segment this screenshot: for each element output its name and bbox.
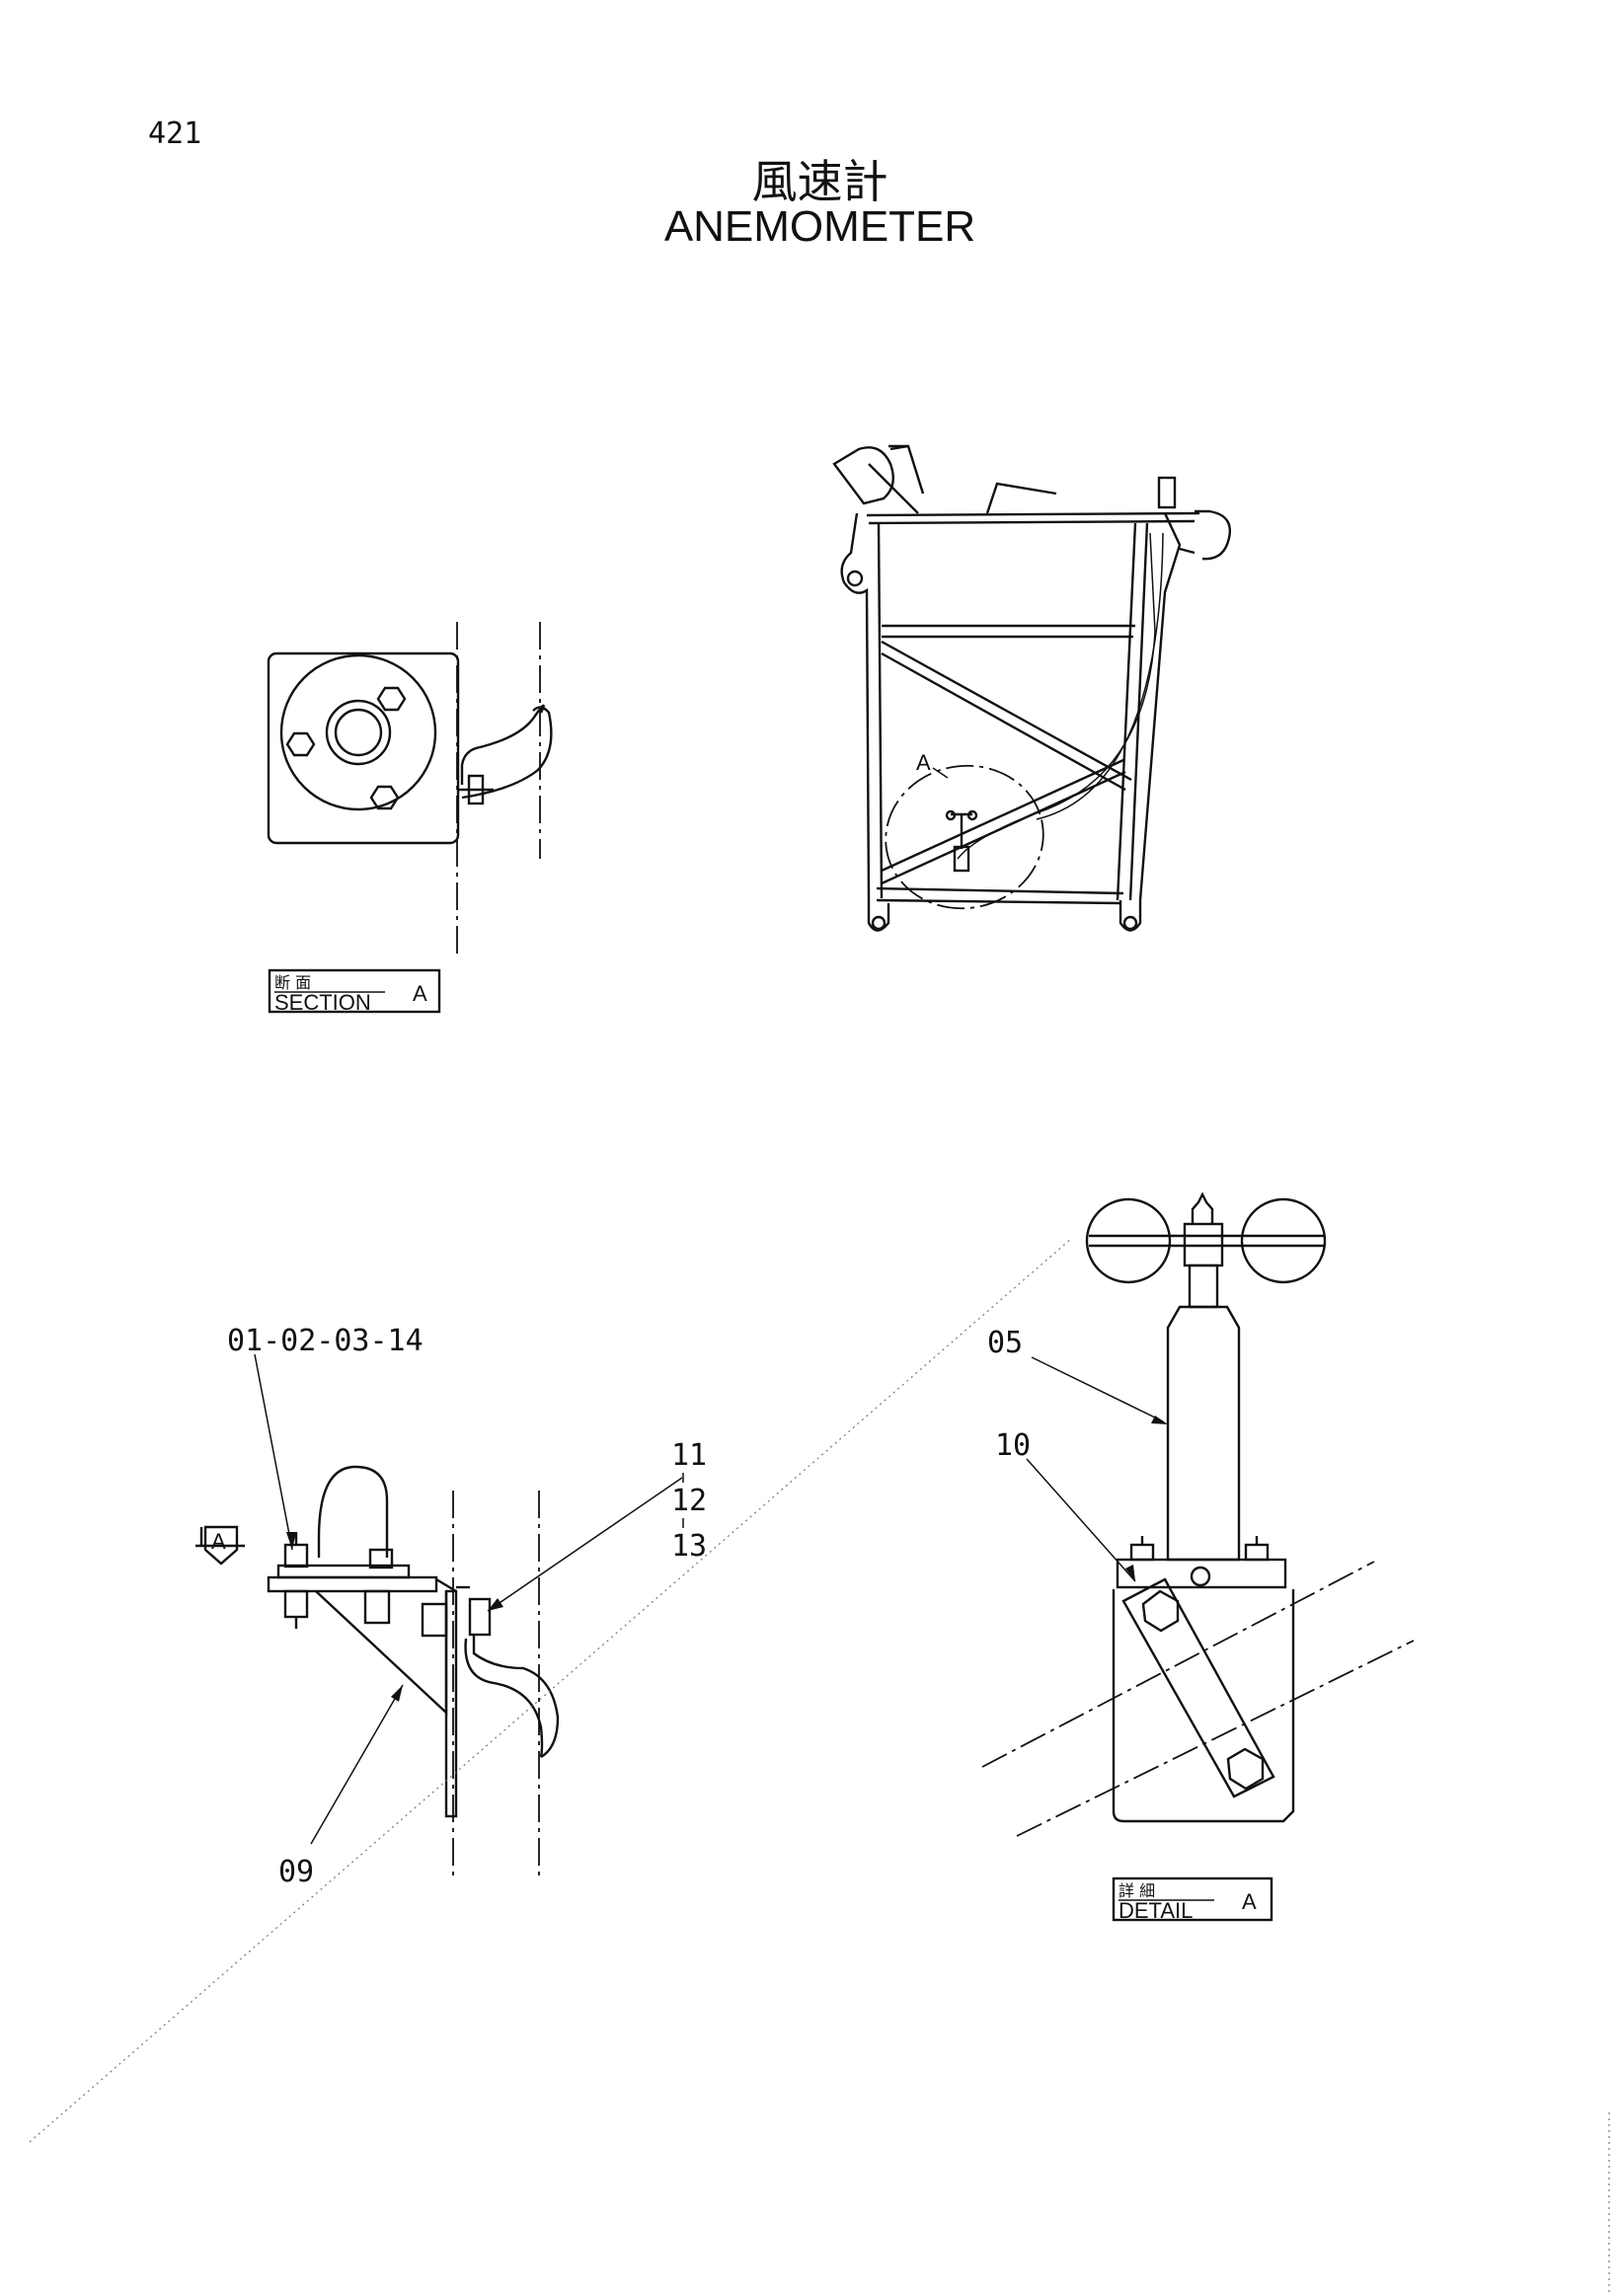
pipe-centerline-detail-lower <box>1016 1640 1415 1837</box>
section-box-letter: A <box>413 981 427 1006</box>
clamp-band-lower <box>461 706 553 800</box>
cup-right <box>1240 1197 1327 1284</box>
callout-bracket: 09 <box>278 1855 314 1889</box>
detail-a-circle <box>885 764 1044 910</box>
leader-anemometer <box>1031 1356 1164 1422</box>
callout-clamp-12: 12 <box>671 1484 707 1518</box>
hex-bolt-1 <box>376 686 407 712</box>
bottom-lug-right <box>1119 900 1142 932</box>
detail-a-view: 05 10 <box>981 1191 1415 1837</box>
diagonal-2 <box>881 758 1124 873</box>
page-number: 421 <box>148 116 202 151</box>
section-box-frame <box>268 968 441 1014</box>
detail-box-jp: 詳 細 <box>1119 1881 1155 1900</box>
callout-bolt-group: 01-02-03-14 <box>227 1324 424 1358</box>
clamp-band <box>464 1638 544 1758</box>
vertical-strap <box>444 1589 458 1818</box>
callout-anemometer: 05 <box>987 1326 1023 1360</box>
section-box-en: SECTION <box>274 990 371 1015</box>
nut-top-left <box>283 1543 309 1569</box>
cup-left <box>1085 1197 1172 1284</box>
base-plate <box>267 651 460 845</box>
boom-overview: A <box>832 444 1231 932</box>
flange-bore <box>334 708 383 757</box>
detail-box-frame <box>1112 1876 1273 1922</box>
clamp-strap <box>1121 1577 1275 1799</box>
section-label-box: 断 面 SECTION A <box>268 968 441 1015</box>
mounting-view: A 01-02-03-14 11 12 13 09 <box>195 1324 707 1889</box>
leader-bracket <box>310 1684 404 1845</box>
diagonal-1 <box>881 640 1132 782</box>
mounting-plate <box>267 1575 438 1593</box>
left-leg <box>840 512 871 899</box>
callout-clamp-13: 13 <box>671 1529 707 1564</box>
pipe-centerline-detail-upper <box>981 1561 1375 1768</box>
top-chord <box>866 511 1200 517</box>
callout-clamp-11: 11 <box>671 1438 707 1473</box>
upper-fitting <box>985 482 1057 514</box>
nut-top-right <box>368 1548 394 1569</box>
hex-bolt-3 <box>369 785 400 810</box>
clamp-nut-left <box>421 1602 448 1638</box>
base-flange <box>1116 1558 1287 1589</box>
bracket-block <box>1112 1589 1295 1823</box>
pin-boss-left <box>832 446 894 505</box>
section-a-view <box>267 622 553 956</box>
overview-view-marker: A <box>916 750 931 775</box>
bottom-lug-left <box>867 898 890 932</box>
nut-bottom-right <box>363 1589 391 1625</box>
hub-tip <box>1191 1191 1214 1224</box>
section-arrow-a: A <box>195 1525 245 1566</box>
section-box-jp: 断 面 <box>274 973 311 992</box>
gusset <box>315 1590 448 1716</box>
right-leg <box>1116 522 1137 901</box>
detail-label-box: 詳 細 DETAIL A <box>1112 1876 1273 1923</box>
flange-outer <box>279 653 437 811</box>
detail-box-letter: A <box>1242 1889 1257 1914</box>
title-japanese: 風速計 <box>751 155 888 208</box>
hex-bolt-2 <box>285 731 316 757</box>
anemometer-stem <box>317 1465 389 1558</box>
cable-run <box>1149 532 1156 633</box>
flange-hub <box>325 699 392 766</box>
clamp-nut-right <box>468 1597 492 1637</box>
leader-bracket-plate <box>1026 1458 1136 1582</box>
detail-box-en: DETAIL <box>1119 1898 1193 1923</box>
bottom-chord <box>876 886 1124 895</box>
anemometer-mini <box>945 809 978 873</box>
pin-boss-right <box>1195 509 1231 561</box>
clamp-band-upper <box>460 704 545 785</box>
strap-bolt-upper <box>1141 1589 1180 1633</box>
nut-bottom-left <box>283 1589 309 1619</box>
title-english: ANEMOMETER <box>663 202 976 251</box>
top-post <box>1157 476 1177 509</box>
anemometer-body <box>1166 1305 1241 1562</box>
leader-clamp-parts <box>487 1477 683 1612</box>
callout-bracket-plate: 10 <box>995 1428 1031 1463</box>
leader-bolt-group <box>254 1353 293 1551</box>
section-arrow-letter: A <box>211 1529 226 1554</box>
strap-bolt-lower <box>1226 1747 1265 1791</box>
